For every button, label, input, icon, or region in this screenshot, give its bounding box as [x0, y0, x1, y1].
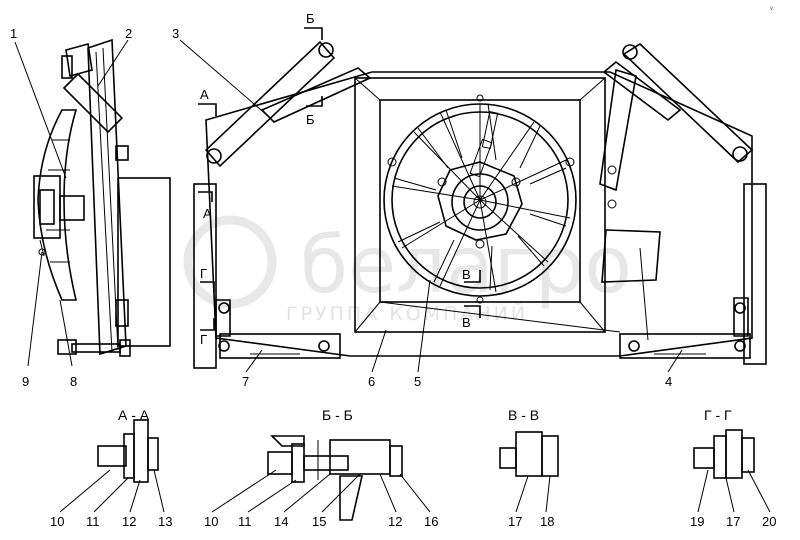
callout-5: 5 — [414, 374, 421, 389]
callout-3: 3 — [172, 26, 179, 41]
cut-label-b-top: Б — [306, 11, 315, 26]
cut-label-a-bottom: А — [203, 206, 212, 221]
b-b-label-16: 16 — [424, 514, 438, 529]
section-v-v: В - В 17 18 — [499, 407, 559, 529]
corner-mark: v — [770, 6, 773, 12]
section-cut-markers: А А Б Б В В Г Г — [198, 11, 481, 347]
callout-4: 4 — [665, 374, 672, 389]
a-a-label-10: 10 — [50, 514, 64, 529]
watermark-subtitle: ГРУППА КОМПАНИЙ — [286, 302, 528, 325]
callouts: 1 2 3 4 5 6 7 8 9 — [10, 26, 672, 389]
v-v-label-17: 17 — [508, 514, 522, 529]
g-g-label-17: 17 — [726, 514, 740, 529]
section-g-g-title: Г - Г — [704, 407, 732, 423]
fan-blades — [391, 103, 571, 293]
section-a-a: А - А 10 11 12 13 — [50, 407, 172, 529]
side-view — [33, 38, 171, 357]
callout-9: 9 — [22, 374, 29, 389]
a-a-label-11: 11 — [86, 514, 100, 529]
side-view-leaders — [14, 39, 129, 367]
front-view — [193, 40, 767, 369]
cut-label-b-bottom: Б — [306, 112, 315, 127]
section-b-b-title: Б - Б — [322, 407, 353, 423]
callout-1: 1 — [10, 26, 17, 41]
cut-label-v-top: В — [462, 267, 471, 282]
b-b-label-10: 10 — [204, 514, 218, 529]
section-g-g: Г - Г 19 17 20 — [690, 407, 776, 529]
v-v-label-18: 18 — [540, 514, 554, 529]
section-b-b: Б - Б 10 11 14 15 12 16 — [204, 407, 438, 529]
cut-label-v-bottom: В — [462, 315, 471, 330]
b-b-label-12: 12 — [388, 514, 402, 529]
section-v-v-title: В - В — [508, 407, 539, 423]
callout-8: 8 — [70, 374, 77, 389]
b-b-label-14: 14 — [274, 514, 288, 529]
g-g-label-20: 20 — [762, 514, 776, 529]
a-a-label-13: 13 — [158, 514, 172, 529]
b-b-label-15: 15 — [312, 514, 326, 529]
front-view-leaders — [179, 39, 683, 373]
section-a-a-title: А - А — [118, 407, 150, 423]
a-a-label-12: 12 — [122, 514, 136, 529]
b-b-label-11: 11 — [238, 514, 252, 529]
g-g-label-19: 19 — [690, 514, 704, 529]
cut-label-g-top: Г — [200, 266, 207, 281]
callout-2: 2 — [125, 26, 132, 41]
callout-7: 7 — [242, 374, 249, 389]
cut-label-g-bottom: Г — [200, 332, 207, 347]
cut-label-a-top: А — [200, 87, 209, 102]
callout-6: 6 — [368, 374, 375, 389]
